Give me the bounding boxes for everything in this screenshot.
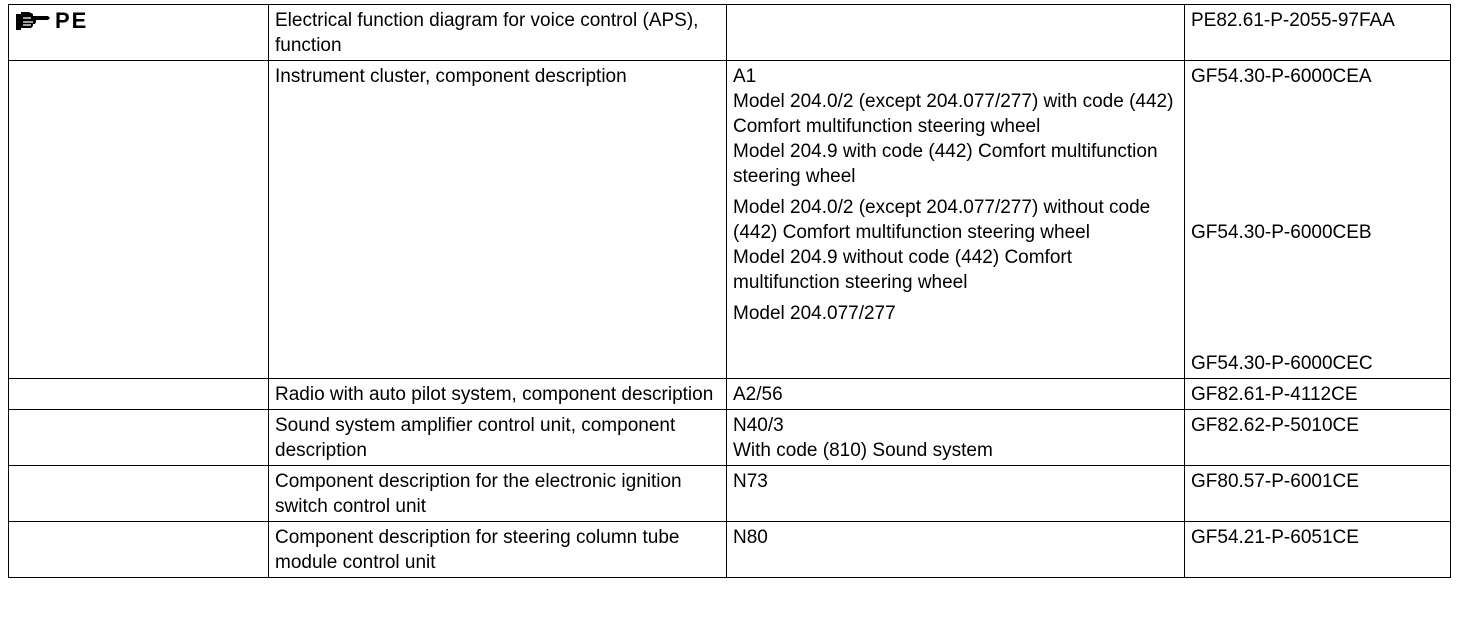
reference-code: GF82.62-P-5010CE [1191, 415, 1359, 436]
description-text: Electrical function diagram for voice co… [275, 10, 699, 56]
component-note: Model 204.9 with code (442) Comfort mult… [733, 141, 1158, 187]
empty-cell [8, 465, 269, 522]
empty-cell [8, 378, 269, 410]
reference-code: GF54.30-P-6000CEA [1191, 66, 1372, 87]
component-cell: N40/3 With code (810) Sound system [726, 409, 1185, 466]
pointing-hand-icon [16, 11, 50, 30]
table-row: Component description for steering colum… [8, 521, 1451, 578]
component-cell: A1 Model 204.0/2 (except 204.077/277) wi… [726, 60, 1185, 379]
component-note: Model 204.9 without code (442) Comfort m… [733, 247, 1073, 293]
table-row: Radio with auto pilot system, component … [8, 378, 1451, 410]
description-cell: Component description for steering colum… [268, 521, 727, 578]
component-cell: N73 [726, 465, 1185, 522]
description-cell: Radio with auto pilot system, component … [268, 378, 727, 410]
description-cell: Component description for the electronic… [268, 465, 727, 522]
component-code: N80 [733, 527, 768, 548]
reference-code: GF54.21-P-6051CE [1191, 527, 1359, 548]
empty-cell [8, 521, 269, 578]
empty-cell [8, 60, 269, 379]
reference-table: PE Electrical function diagram for voice… [8, 4, 1451, 578]
pe-label: PE [55, 8, 89, 33]
reference-code: PE82.61-P-2055-97FAA [1191, 10, 1395, 31]
table-row: Instrument cluster, component descriptio… [8, 60, 1451, 379]
pe-logo: PE [15, 8, 88, 33]
description-text: Component description for steering colum… [275, 527, 680, 573]
description-text: Sound system amplifier control unit, com… [275, 415, 676, 461]
reference-code: GF82.61-P-4112CE [1191, 384, 1358, 405]
description-cell: Electrical function diagram for voice co… [268, 4, 727, 61]
description-text: Component description for the electronic… [275, 471, 682, 517]
reference-code: GF54.30-P-6000CEB [1191, 222, 1372, 243]
component-note: Model 204.0/2 (except 204.077/277) with … [733, 91, 1174, 137]
reference-cell: GF82.61-P-4112CE [1184, 378, 1451, 410]
reference-code: GF54.30-P-6000CEC [1191, 353, 1373, 374]
reference-cell: GF82.62-P-5010CE [1184, 409, 1451, 466]
reference-cell: GF54.21-P-6051CE [1184, 521, 1451, 578]
table-row: Sound system amplifier control unit, com… [8, 409, 1451, 466]
reference-cell: GF80.57-P-6001CE [1184, 465, 1451, 522]
table-row: Component description for the electronic… [8, 465, 1451, 522]
empty-cell [8, 409, 269, 466]
component-cell [726, 4, 1185, 61]
reference-cell: GF54.30-P-6000CEA GF54.30-P-6000CEB GF54… [1184, 60, 1451, 379]
component-note: With code (810) Sound system [733, 440, 993, 461]
component-code: N40/3 [733, 415, 784, 436]
component-code: N73 [733, 471, 768, 492]
component-code: A1 [733, 66, 757, 87]
reference-code: GF80.57-P-6001CE [1191, 471, 1359, 492]
component-code: A2/56 [733, 384, 783, 405]
description-text: Instrument cluster, component descriptio… [275, 66, 627, 87]
component-note: Model 204.077/277 [733, 303, 896, 324]
description-cell: Instrument cluster, component descriptio… [268, 60, 727, 379]
table-row: PE Electrical function diagram for voice… [8, 4, 1451, 61]
description-text: Radio with auto pilot system, component … [275, 384, 714, 405]
description-cell: Sound system amplifier control unit, com… [268, 409, 727, 466]
component-cell: A2/56 [726, 378, 1185, 410]
component-cell: N80 [726, 521, 1185, 578]
reference-cell: PE82.61-P-2055-97FAA [1184, 4, 1451, 61]
header-cell: PE [8, 4, 269, 61]
component-note: Model 204.0/2 (except 204.077/277) witho… [733, 197, 1151, 243]
